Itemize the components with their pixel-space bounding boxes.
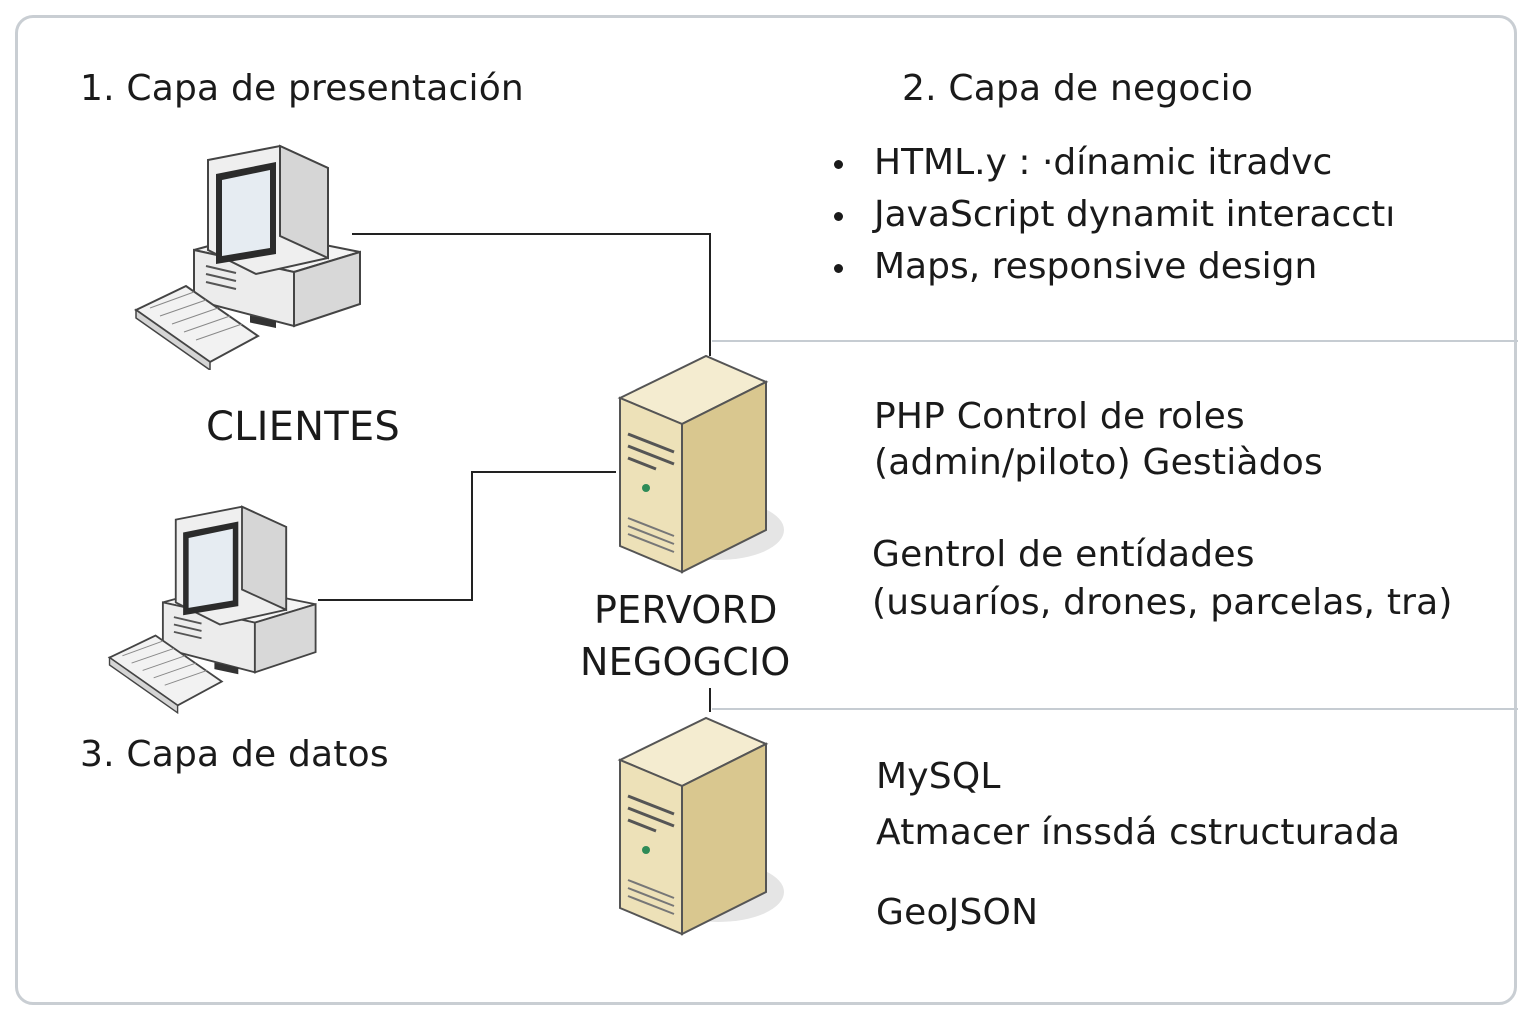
list-item: Maps, responsive design xyxy=(828,244,1395,296)
layer1-title: 1. Capa de presentación xyxy=(80,68,524,109)
connector-bottom-client xyxy=(318,471,616,601)
clients-label: CLIENTES xyxy=(206,404,400,450)
server-label-line1: PERVORD xyxy=(594,588,778,632)
server-icon xyxy=(617,354,784,574)
computer-icon xyxy=(134,144,361,370)
list-item: HTML.y : ·dínamic itradvc xyxy=(828,140,1395,192)
layer3-title: 3. Capa de datos xyxy=(80,734,389,775)
data-text-line2: Atmacer ínssdá cstructurada xyxy=(876,812,1401,853)
separator-business xyxy=(712,340,1518,342)
list-item: JavaScript dynamit interacctı xyxy=(828,192,1395,244)
business-text-line4: (usuaríos, drones, parcelas, tra) xyxy=(872,582,1453,623)
data-text-line3: GeoJSON xyxy=(876,892,1039,933)
business-text-line3: Gentrol de entídades xyxy=(872,534,1255,575)
presentation-items-list: HTML.y : ·dínamic itradvc JavaScript dyn… xyxy=(828,140,1395,296)
server-icon xyxy=(617,716,784,936)
connector-top-client xyxy=(352,233,711,356)
diagram-frame xyxy=(15,15,1517,1005)
layer2-title: 2. Capa de negocio xyxy=(902,68,1254,109)
computer-icon xyxy=(107,505,317,714)
business-text-line1: PHP Control de roles xyxy=(874,396,1245,437)
data-text-line1: MySQL xyxy=(876,756,1001,797)
business-text-line2: (admin/piloto) Gestiàdos xyxy=(874,442,1323,483)
server-label-line2: NEGOGCIO xyxy=(580,640,791,684)
separator-data xyxy=(712,708,1518,710)
